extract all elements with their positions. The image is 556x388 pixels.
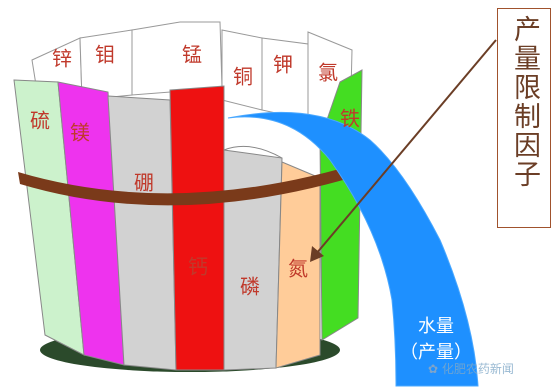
- back-stave-labels: 锌 钼 锰 铜 钾 氯: [52, 43, 338, 89]
- water-stream: [227, 111, 479, 387]
- stave-label-potassium: 钾: [273, 53, 293, 77]
- stave-label-sulfur: 硫: [30, 109, 50, 133]
- stave-label-chlorine: 氯: [318, 61, 338, 85]
- stave-back-manganese: [131, 21, 223, 96]
- watermark-text: 化肥农药新闻: [441, 362, 514, 376]
- watermark: ✿ 化肥农药新闻: [428, 360, 514, 377]
- stave-label-molybdenum: 钼: [95, 43, 115, 67]
- stave-label-magnesium: 镁: [70, 121, 90, 145]
- barrel-band: [18, 160, 370, 206]
- stave-label-copper: 铜: [233, 65, 253, 89]
- water-label-line2: （产量）: [400, 342, 472, 363]
- stave-nitrogen: [275, 161, 321, 369]
- water-label-line1: 水量: [418, 316, 454, 337]
- limiting-factor-callout: 产量限制因子: [497, 8, 551, 228]
- front-stave-labels: 硫 镁 硼 钙 磷 氮 铁: [30, 107, 360, 299]
- stave-label-nitrogen: 氮: [288, 257, 308, 281]
- stave-phosphorus: [223, 149, 283, 371]
- stave-label-manganese: 锰: [182, 43, 202, 67]
- stave-back-potassium: [261, 37, 309, 121]
- callout-arrow-line: [315, 39, 497, 255]
- stave-label-zinc: 锌: [52, 47, 72, 71]
- stave-label-iron: 铁: [340, 107, 360, 131]
- barrel-front-staves: [13, 69, 363, 371]
- callout-arrowhead: [310, 246, 324, 262]
- wechat-icon: ✿: [428, 362, 439, 376]
- stave-label-boron: 硼: [134, 171, 154, 195]
- stave-label-calcium: 钙: [188, 255, 208, 279]
- callout-text: 产量限制因子: [509, 15, 540, 189]
- stave-label-phosphorus: 磷: [240, 275, 260, 299]
- water-label: 水量 （产量）: [396, 314, 476, 366]
- inner-rim-shadow: [223, 145, 283, 159]
- stave-calcium: [169, 85, 225, 371]
